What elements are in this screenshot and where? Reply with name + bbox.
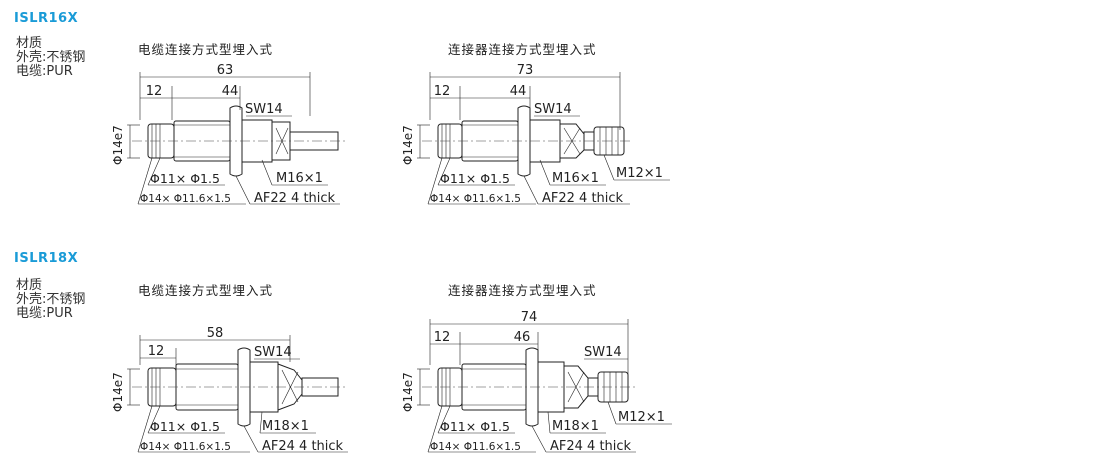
dim-left: 12	[146, 84, 163, 99]
thread-b: Φ14× Φ11.6×1.5	[430, 193, 521, 205]
dim-mid: 44	[222, 84, 239, 99]
view-title: 电缆连接方式型埋入式	[138, 42, 274, 57]
dim-total: 74	[521, 310, 538, 325]
dim-left: 12	[434, 84, 451, 99]
dim-left: 12	[434, 330, 451, 345]
dim-diameter: Φ14e7	[401, 125, 415, 165]
thread-callouts: Φ11× Φ1.5 Φ14× Φ11.6×1.5 M16×1 M12×1 AF2…	[427, 154, 670, 206]
dimension-segments: 12 46	[430, 330, 539, 365]
thread-b: Φ14× Φ11.6×1.5	[140, 441, 231, 453]
thread-callouts: Φ11× Φ1.5 Φ14× Φ11.6×1.5 M16×1 AF22 4 th…	[137, 157, 340, 206]
material-cable: 电缆:PUR	[16, 64, 73, 79]
thread-m: M18×1	[262, 419, 309, 434]
thread-m: M16×1	[276, 171, 323, 186]
material-list: 材质 外壳:不锈钢 电缆:PUR	[16, 37, 85, 79]
thread-a: Φ11× Φ1.5	[150, 171, 220, 186]
thread-m: M18×1	[552, 419, 599, 434]
material-heading: 材质	[16, 278, 43, 293]
model-title: ISLR18X	[14, 251, 79, 266]
dim-left: 12	[148, 344, 165, 359]
thread-callouts: Φ11× Φ1.5 Φ14× Φ11.6×1.5 M18×1 M12×1 AF2…	[427, 401, 672, 454]
dim-diameter: Φ14e7	[401, 372, 415, 412]
dim-diameter: Φ14e7	[111, 372, 125, 412]
thread-b: Φ14× Φ11.6×1.5	[140, 193, 231, 205]
dimension-total: 73	[429, 63, 621, 130]
dimension-total: 74	[429, 310, 629, 375]
thread-a: Φ11× Φ1.5	[150, 419, 220, 434]
nut-spec: AF22 4 thick	[254, 191, 336, 206]
dim-total: 63	[217, 63, 234, 78]
nut-spec: AF24 4 thick	[262, 439, 344, 454]
thread-a: Φ11× Φ1.5	[440, 171, 510, 186]
thread-a: Φ11× Φ1.5	[440, 419, 510, 434]
model-title: ISLR16X	[14, 11, 79, 26]
material-heading: 材质	[16, 36, 43, 51]
dim-sw: SW14	[584, 345, 622, 360]
connector-thread: M12×1	[618, 410, 665, 425]
material-list: 材质 外壳:不锈钢 电缆:PUR	[16, 279, 85, 321]
nut-spec: AF22 4 thick	[542, 191, 624, 206]
view-title: 连接器连接方式型埋入式	[448, 42, 597, 57]
dimension-segments: 12 44	[140, 84, 241, 120]
material-housing: 外壳:不锈钢	[16, 292, 86, 307]
dimension-segments: 12 44	[430, 84, 531, 120]
dim-total: 58	[207, 326, 224, 341]
nut-spec: AF24 4 thick	[550, 439, 632, 454]
dimension-segments: 12	[140, 344, 177, 366]
dim-sw: SW14	[245, 102, 283, 117]
dim-sw: SW14	[534, 102, 572, 117]
dim-diameter: Φ14e7	[111, 125, 125, 165]
thread-callouts: Φ11× Φ1.5 Φ14× Φ11.6×1.5 M18×1 AF24 4 th…	[137, 405, 348, 454]
thread-m: M16×1	[552, 171, 599, 186]
dim-total: 73	[517, 63, 534, 78]
material-housing: 外壳:不锈钢	[16, 50, 86, 65]
dimension-total: 58	[139, 326, 291, 365]
thread-b: Φ14× Φ11.6×1.5	[430, 441, 521, 453]
dim-sw: SW14	[254, 345, 292, 360]
view-title: 电缆连接方式型埋入式	[138, 283, 274, 298]
dim-mid: 46	[514, 330, 531, 345]
view-title: 连接器连接方式型埋入式	[448, 283, 597, 298]
connector-thread: M12×1	[616, 166, 663, 181]
dimension-total: 63	[139, 63, 311, 120]
material-cable: 电缆:PUR	[16, 306, 73, 321]
dim-mid: 44	[510, 84, 527, 99]
